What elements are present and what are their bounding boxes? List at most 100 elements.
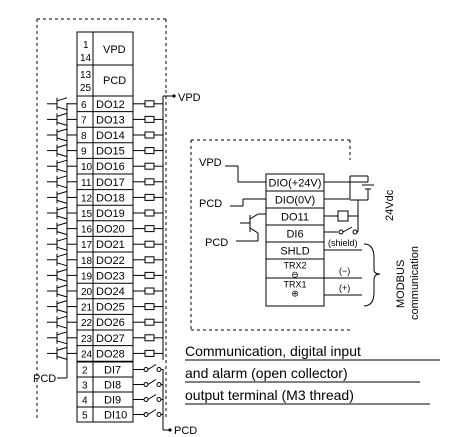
output-pin-signal: DO25 (96, 302, 125, 314)
input-pin-number: 4 (82, 396, 88, 407)
load-icon (144, 271, 155, 279)
input-pin-number: 5 (82, 411, 88, 422)
load-icon (144, 147, 155, 155)
output-pin-number: 24 (81, 349, 93, 360)
terminal-row-label: TRX2 (283, 261, 306, 271)
output-pin-number: 15 (81, 209, 93, 220)
output-pin-number: 16 (81, 225, 93, 236)
load-icon (144, 349, 155, 357)
caption-line-2: and alarm (open collector) (185, 365, 348, 381)
terminal-pcd-label-2: PCD (205, 237, 228, 249)
terminal-row-label: DI6 (286, 229, 303, 241)
load-icon (144, 209, 155, 217)
switch-contact-icon (338, 229, 344, 235)
caption-line-1: Communication, digital input (185, 343, 361, 359)
pcd-input-bus: PCD (162, 369, 197, 437)
output-pin-number: 12 (81, 193, 93, 204)
pin-number-14: 14 (80, 53, 92, 64)
pin-signal-vpd: VPD (103, 44, 126, 56)
output-pin-number: 6 (81, 100, 87, 111)
output-pin-number: 10 (81, 162, 93, 173)
terminal-row-label: SHLD (280, 246, 309, 258)
switch-icon (143, 397, 149, 402)
plus-symbol: ⊕ (291, 289, 299, 299)
output-pin-signal: DO21 (96, 239, 125, 251)
output-transistor-bus: PCD (33, 103, 68, 385)
minus-symbol: ⊖ (291, 270, 299, 280)
output-pin-signal: DO23 (96, 270, 125, 282)
output-pin-signal: DO27 (96, 333, 125, 345)
terminal-row-label: DIO(+24V) (269, 178, 322, 190)
output-pin-number: 19 (81, 271, 93, 282)
output-pin-number: 17 (81, 240, 93, 251)
switch-icon (143, 367, 149, 372)
shield-label: (shield) (328, 238, 358, 248)
vpd-label: VPD (178, 92, 201, 104)
output-pin-signal: DO19 (96, 208, 125, 220)
output-pin-number: 8 (81, 131, 87, 142)
load-icon (144, 193, 155, 201)
modbus-label: MODBUS (395, 260, 407, 308)
di6-transistor (240, 213, 266, 234)
load-icon (144, 162, 155, 170)
pcd-bottom-label: PCD (174, 425, 197, 437)
input-pin-signal: DI7 (104, 365, 121, 377)
output-pin-signal: DO16 (96, 161, 125, 173)
output-pin-signal: DO24 (96, 286, 125, 298)
switch-icon (143, 412, 149, 417)
pcd-left-label: PCD (33, 373, 56, 385)
pin-number-1: 1 (83, 40, 89, 51)
input-pin-number: 2 (82, 366, 88, 377)
switch-icon (143, 382, 149, 387)
load-icon (144, 131, 155, 139)
output-pin-signal: DO18 (96, 192, 125, 204)
terminal-vpd-label: VPD (199, 157, 222, 169)
input-pin-signal: DI9 (104, 395, 121, 407)
load-icon (144, 334, 155, 342)
input-pin-signal: DI10 (104, 410, 127, 422)
pin-number-13: 13 (80, 70, 92, 81)
relay-coil-icon (337, 210, 349, 222)
output-pin-number: 11 (81, 178, 92, 189)
output-pin-signal: DO26 (96, 317, 125, 329)
communication-label: communication (409, 246, 421, 320)
load-icon (144, 240, 155, 248)
terminal-row-label: DO11 (281, 212, 309, 224)
output-pin-signal: DO22 (96, 255, 125, 267)
terminal-pcd-label-1: PCD (199, 198, 222, 210)
modbus-brace (363, 243, 381, 307)
output-pin-signal: DO20 (96, 224, 125, 236)
output-pin-signal: DO17 (96, 177, 125, 189)
output-pin-number: 21 (81, 303, 93, 314)
vpd-output-bus: VPD (162, 92, 201, 360)
dc-supply-symbol (350, 184, 374, 201)
load-icon (144, 115, 155, 123)
load-icon (144, 225, 155, 233)
output-pin-number: 18 (81, 256, 93, 267)
load-icon (144, 178, 155, 186)
input-pin-signal: DI8 (104, 380, 121, 392)
caption: Communication, digital input and alarm (… (185, 343, 440, 405)
load-icon (144, 100, 155, 108)
device-boundary (36, 18, 167, 420)
output-pin-number: 7 (81, 115, 87, 126)
terminal-row-label: TRX1 (283, 280, 306, 290)
output-pin-signal: DO15 (96, 146, 125, 158)
pin-number-25: 25 (80, 83, 92, 94)
output-pin-signal: DO14 (96, 130, 125, 142)
output-pin-signal: DO28 (96, 348, 125, 360)
caption-line-3: output terminal (M3 thread) (185, 387, 354, 403)
load-icon (144, 303, 155, 311)
pin-signal-pcd: PCD (103, 75, 126, 87)
plus-label: (+) (339, 283, 350, 293)
output-pin-signal: DO12 (96, 99, 125, 111)
load-icon (144, 256, 155, 264)
output-pin-number: 20 (81, 287, 93, 298)
input-switches (133, 364, 163, 417)
output-pin-signal: DO13 (96, 114, 125, 126)
